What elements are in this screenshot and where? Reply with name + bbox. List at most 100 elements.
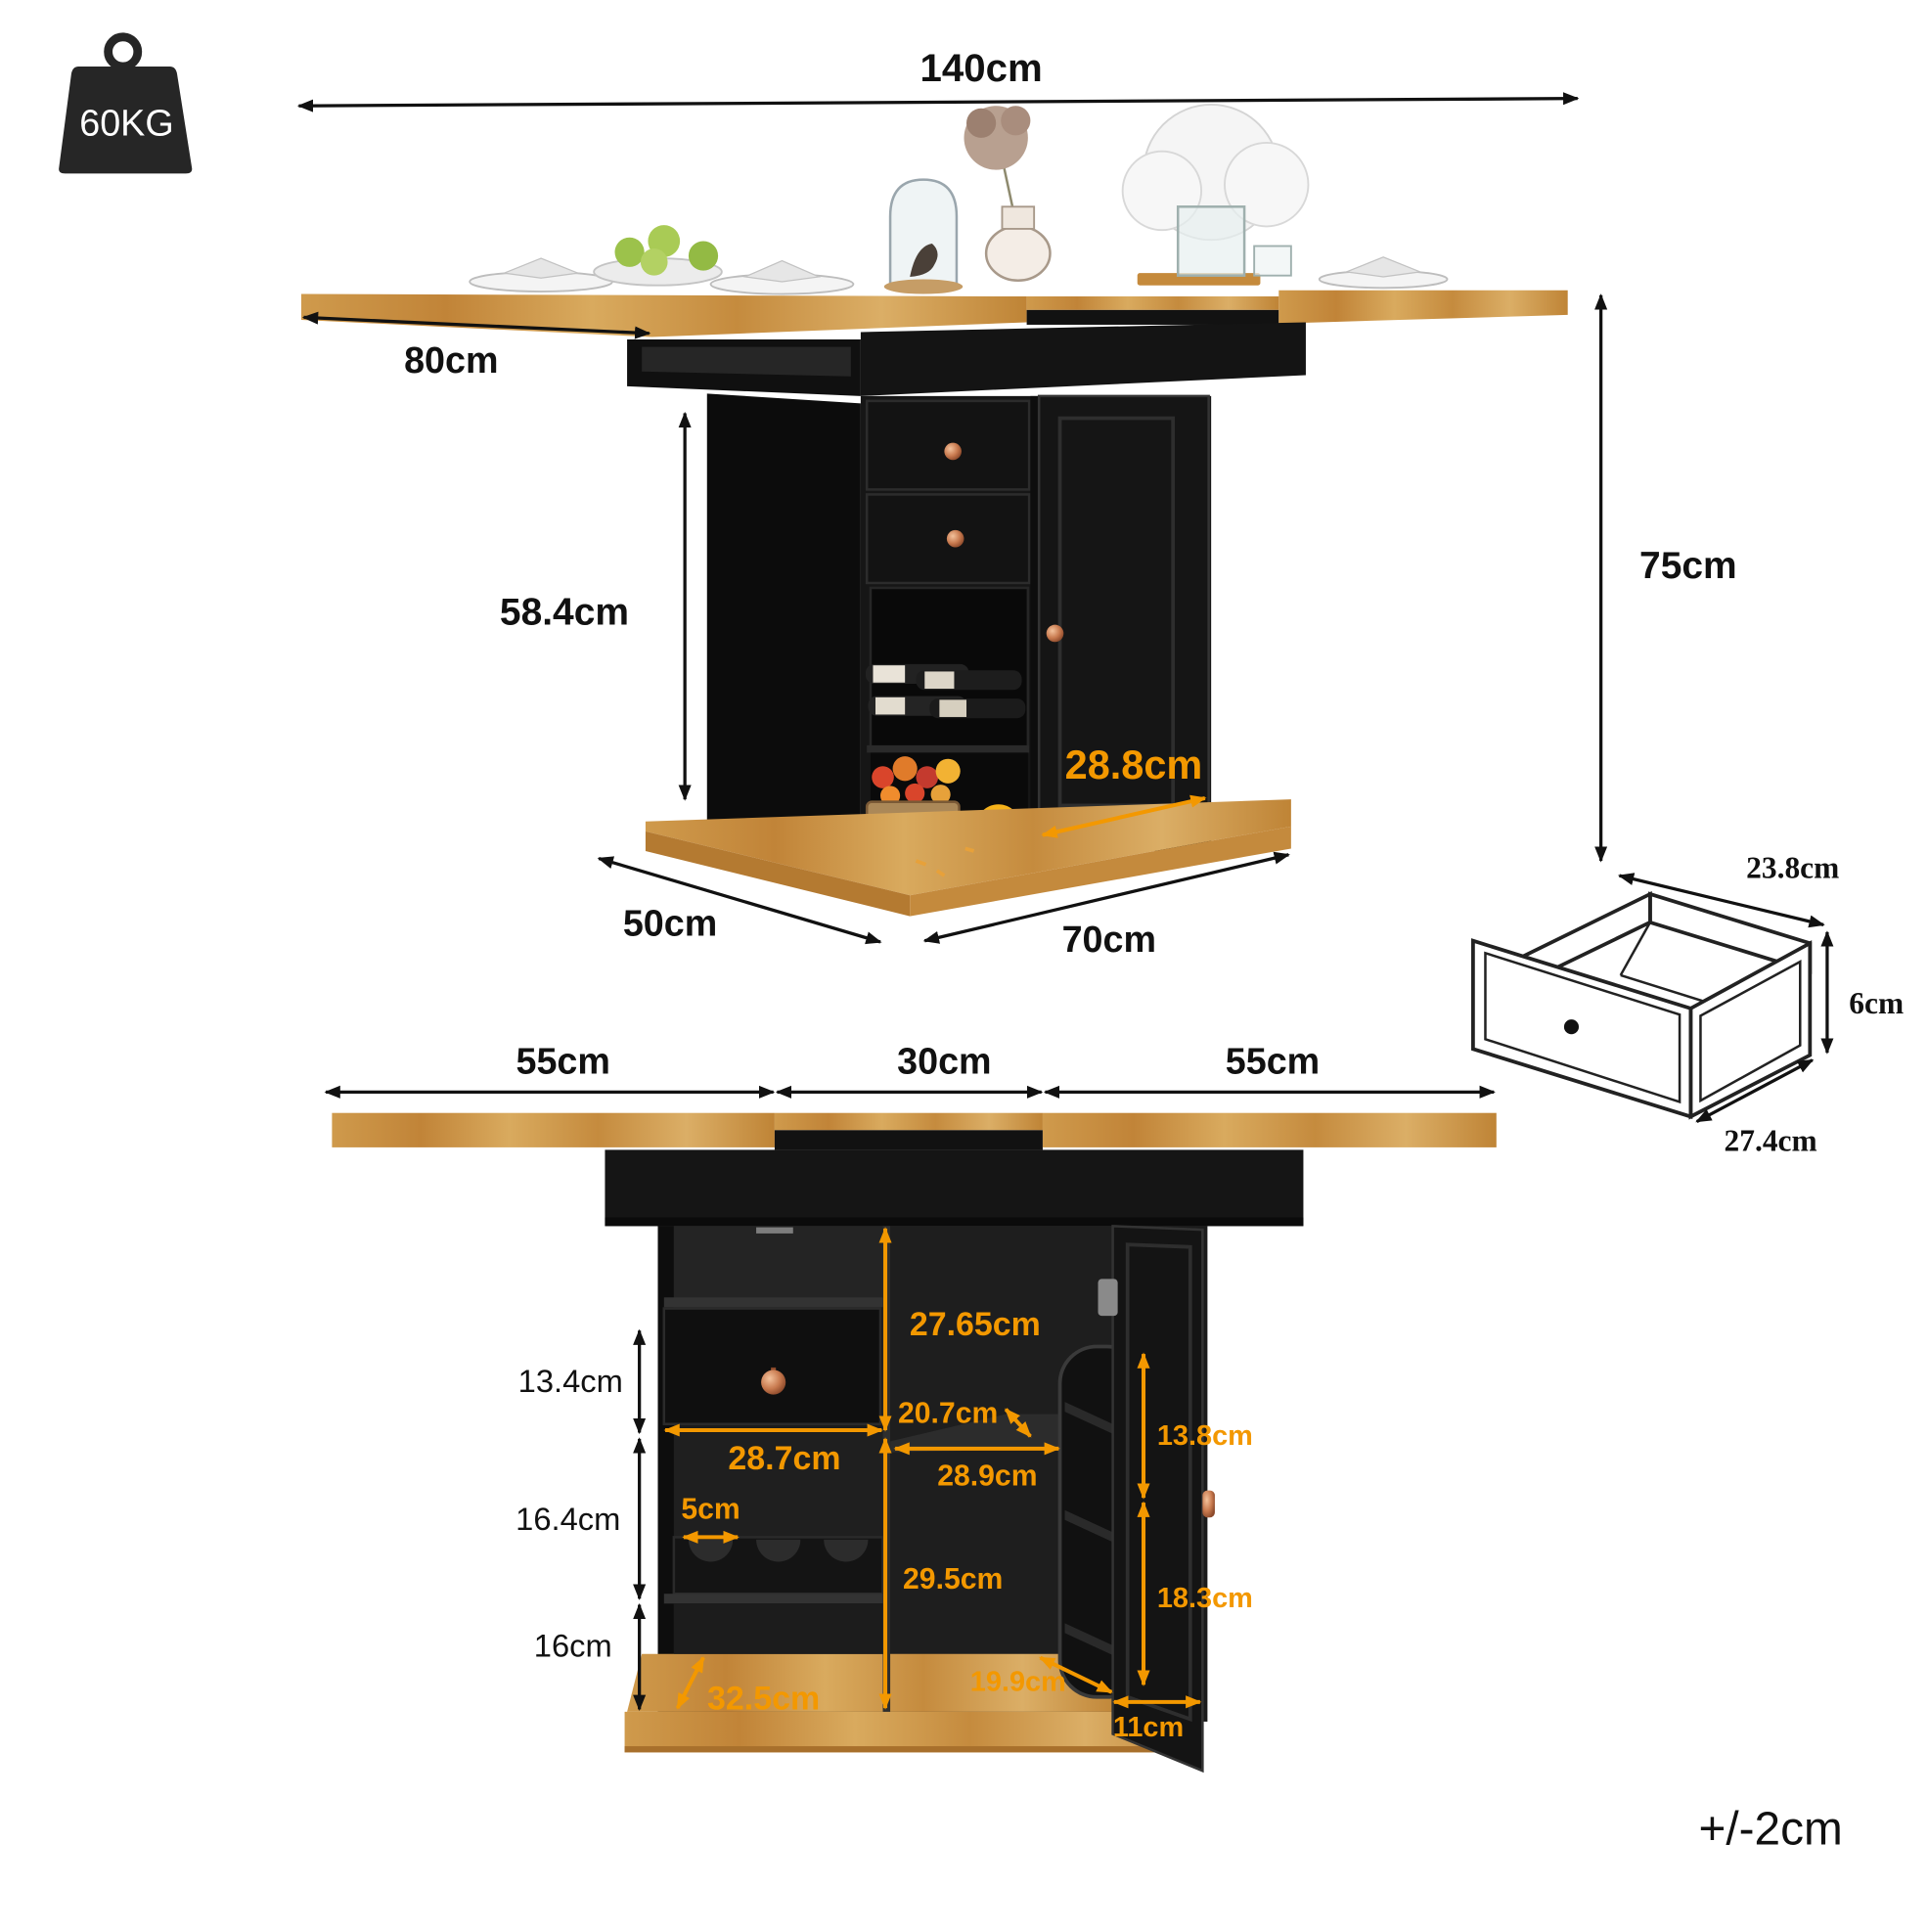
lower-shelf bbox=[663, 1594, 883, 1604]
vase-neck bbox=[1001, 205, 1036, 230]
dried-flower-head bbox=[966, 108, 997, 138]
center-top bbox=[1026, 296, 1279, 310]
drawer-floor-edge bbox=[1619, 921, 1652, 976]
apple bbox=[640, 248, 668, 276]
apple bbox=[688, 241, 719, 271]
open-front-view: 55cm 30cm 55cm bbox=[324, 1040, 1497, 1774]
base-width-label: 70cm bbox=[1062, 919, 1156, 960]
open-drawer-front bbox=[662, 1307, 882, 1425]
flower bbox=[892, 756, 918, 782]
door-knob bbox=[1046, 624, 1064, 643]
flower bbox=[872, 766, 894, 788]
bottle-slot bbox=[756, 1539, 801, 1562]
bottle-label bbox=[874, 696, 906, 715]
open-door bbox=[1111, 1225, 1204, 1774]
drawer-width-arrow bbox=[1617, 873, 1825, 928]
base-depth-label: 50cm bbox=[623, 903, 717, 944]
door-rack-tray bbox=[1064, 1623, 1113, 1656]
left-leaf bbox=[300, 293, 1027, 337]
weight-badge: 60KG bbox=[59, 32, 193, 174]
front-perspective-view: 140cm 80cm 58.4cm 75cm 28.8cm 50cm 70cm bbox=[296, 46, 1737, 960]
weight-label: 60KG bbox=[79, 102, 173, 143]
base-depth-arrow bbox=[597, 856, 882, 945]
open-base bbox=[624, 1711, 1200, 1753]
flower bbox=[916, 766, 939, 788]
weight-icon bbox=[59, 66, 193, 174]
napkin-center bbox=[742, 259, 822, 283]
tabletop-decor bbox=[469, 104, 1449, 295]
napkin-left bbox=[501, 257, 581, 279]
open-door-panel bbox=[1125, 1242, 1192, 1723]
dried-flower-head bbox=[1001, 106, 1031, 136]
right-shelf-depth-label: 20.7cm bbox=[898, 1397, 998, 1429]
door-rack-tray bbox=[1064, 1509, 1113, 1543]
wine-rack-height-label: 16.4cm bbox=[516, 1501, 620, 1537]
cabinet-side bbox=[706, 393, 861, 864]
open-apron bbox=[605, 1149, 1304, 1227]
open-right-leaf bbox=[1042, 1112, 1497, 1147]
bottom-shelf-height-label: 16cm bbox=[534, 1627, 612, 1663]
door-rack-upper-label: 13.8cm bbox=[1157, 1420, 1253, 1452]
bottle-slot-label: 5cm bbox=[681, 1494, 740, 1526]
drawer-depth-label: 27.4cm bbox=[1725, 1124, 1817, 1158]
door-rack-lower-label: 18.3cm bbox=[1157, 1583, 1253, 1614]
door-rack-width-label: 11cm bbox=[1113, 1712, 1184, 1743]
drawer-depth-arrow bbox=[1695, 1058, 1815, 1123]
door-width-arrow bbox=[1041, 794, 1207, 838]
cabinet-height-label: 58.4cm bbox=[500, 592, 629, 634]
bottle-label bbox=[873, 665, 906, 683]
right-shelf-width-label: 28.9cm bbox=[937, 1460, 1037, 1493]
right-shelf-depth-arrow bbox=[1004, 1408, 1032, 1438]
flower bbox=[905, 783, 925, 803]
upper-recess bbox=[673, 1226, 883, 1298]
drawer-knob bbox=[944, 442, 962, 461]
open-center-top bbox=[774, 1112, 1043, 1131]
apron-front bbox=[860, 322, 1306, 396]
tolerance-note: +/-2cm bbox=[1698, 1804, 1842, 1856]
base-width-arrow bbox=[922, 851, 1290, 944]
weight-icon-ring bbox=[104, 32, 143, 71]
bottle-slot bbox=[824, 1539, 869, 1562]
overall-width-label: 140cm bbox=[919, 46, 1042, 90]
shelf bbox=[867, 744, 1030, 753]
drawer-front-panel bbox=[1471, 938, 1693, 1120]
open-drawer-knob bbox=[761, 1370, 786, 1395]
left-leaf-label: 55cm bbox=[516, 1040, 609, 1081]
drawer-knob-dot bbox=[1563, 1019, 1580, 1035]
cabinet-divider bbox=[1030, 395, 1040, 851]
base-edge bbox=[624, 1746, 1200, 1753]
glass-vase-tall bbox=[1176, 205, 1246, 277]
small-glass bbox=[1253, 245, 1292, 277]
door-rack-tray bbox=[1064, 1402, 1113, 1434]
bird-figurine bbox=[910, 244, 938, 277]
door-hinge bbox=[1098, 1279, 1118, 1317]
open-door-knob bbox=[1202, 1490, 1215, 1518]
door-width-label: 28.8cm bbox=[1065, 741, 1203, 787]
apple bbox=[614, 237, 645, 267]
open-left-leaf bbox=[332, 1112, 775, 1147]
drawer-height-label: 13.4cm bbox=[518, 1363, 623, 1399]
center-top-edge bbox=[1026, 309, 1279, 325]
right-leaf bbox=[1278, 290, 1568, 324]
flower bbox=[930, 785, 951, 805]
drawer-detail bbox=[1471, 890, 1813, 1120]
napkin-right bbox=[1343, 256, 1423, 278]
leaf-length-arrow bbox=[301, 311, 651, 339]
center-top-label: 30cm bbox=[897, 1040, 991, 1081]
dome-base bbox=[883, 279, 964, 294]
lower-right-height-label: 29.5cm bbox=[903, 1563, 1003, 1595]
drawer-slide-bracket bbox=[756, 1227, 793, 1234]
bottle-label bbox=[924, 671, 955, 690]
bottle-slot bbox=[688, 1539, 734, 1562]
glass-vase bbox=[984, 225, 1052, 282]
bottom-left-compartment-back bbox=[673, 1603, 883, 1654]
door-rack-depth-arrow bbox=[1038, 1655, 1113, 1694]
drawer-width-label: 28.7cm bbox=[728, 1440, 840, 1477]
bottom-depth-arrow bbox=[675, 1656, 705, 1710]
drawer-knob bbox=[946, 529, 964, 548]
upper-shelf bbox=[663, 1297, 883, 1308]
open-center-recess bbox=[774, 1130, 1043, 1150]
wine-bottles bbox=[865, 663, 1026, 719]
glass-dome bbox=[888, 178, 959, 287]
